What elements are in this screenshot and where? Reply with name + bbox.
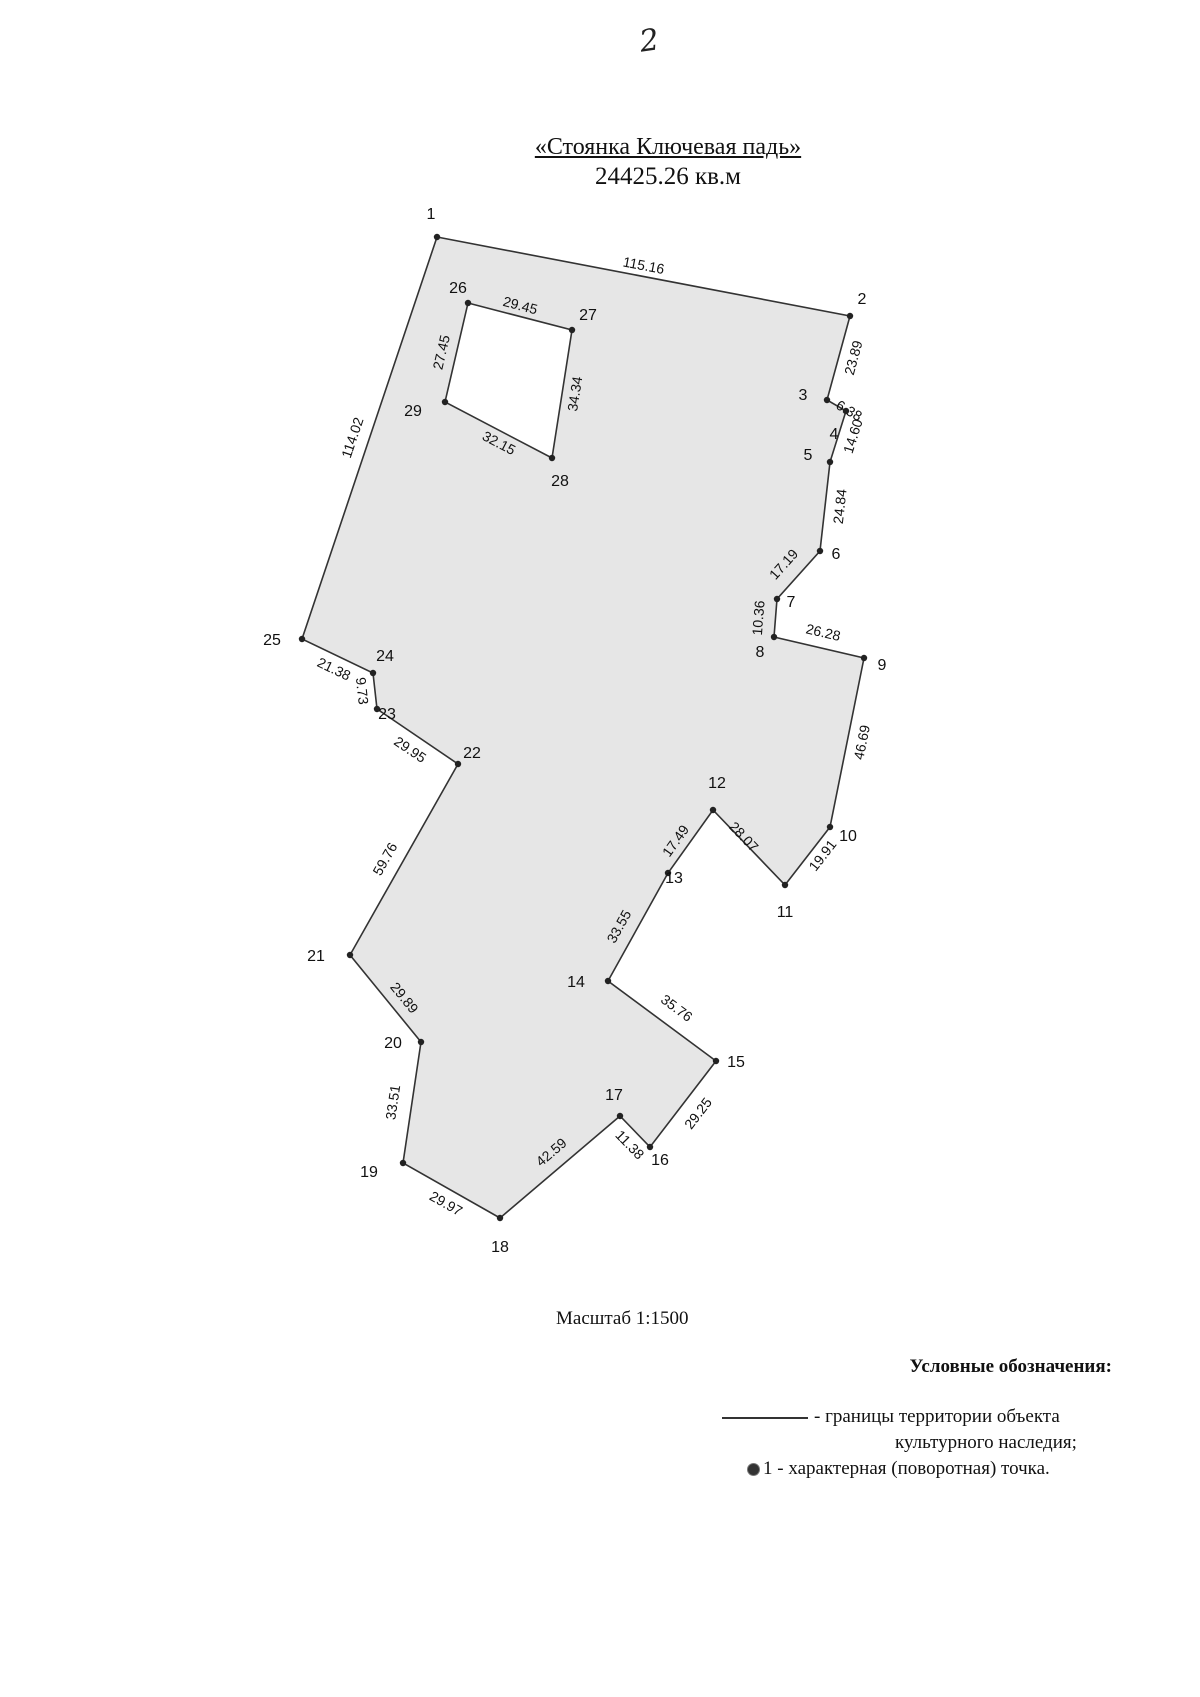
outer-point-marker: [709, 806, 717, 814]
outer-edge-length-label: 46.69: [850, 723, 873, 761]
outer-edge-length-label: 9.73: [353, 676, 372, 705]
inner-point-label: 27: [579, 307, 597, 324]
outer-point-marker: [823, 396, 831, 404]
outer-point-label: 18: [491, 1239, 509, 1256]
outer-point-label: 16: [651, 1152, 669, 1169]
outer-edge-length-label: 14.60: [840, 417, 866, 455]
legend-boundary-text-2: культурного наследия;: [895, 1432, 1077, 1453]
outer-point-marker: [773, 595, 781, 603]
outer-point-marker: [433, 233, 441, 241]
outer-point-marker: [664, 869, 672, 877]
outer-point-marker: [826, 823, 834, 831]
legend-boundary-row-2: культурного наследия;: [895, 1432, 1077, 1454]
boundary-line-icon: [722, 1416, 808, 1419]
outer-edge-length-label: 24.84: [830, 488, 850, 525]
legend-boundary-row: - границы территории объекта: [722, 1406, 1060, 1428]
outer-point-label: 1: [427, 206, 436, 223]
outer-edge-length-label: 35.76: [658, 991, 696, 1025]
inner-point-marker: [548, 454, 556, 462]
outer-edge-length-label: 26.28: [804, 620, 842, 644]
legend-point-row: 1 - характерная (поворотная) точка.: [748, 1458, 1050, 1480]
outer-point-label: 7: [787, 594, 796, 611]
title-block: «Стоянка Ключевая падь» 24425.26 кв.м: [0, 132, 1200, 192]
outer-point-marker: [646, 1143, 654, 1151]
inner-point-marker: [464, 299, 472, 307]
object-area: 24425.26 кв.м: [594, 163, 742, 190]
outer-point-marker: [369, 669, 377, 677]
outer-boundary-line: [301, 236, 865, 1219]
legend-point-text: 1 - характерная (поворотная) точка.: [763, 1458, 1050, 1479]
outer-point-marker: [860, 654, 868, 662]
outer-point-marker: [417, 1038, 425, 1046]
inner-point-marker: [441, 398, 449, 406]
outer-point-label: 20: [384, 1035, 402, 1052]
outer-point-marker: [770, 633, 778, 641]
outer-point-label: 17: [605, 1087, 623, 1104]
inner-edge-length-label: 34.34: [564, 375, 585, 412]
outer-point-label: 12: [708, 775, 726, 792]
outer-edge-length-label: 10.36: [749, 600, 768, 636]
outer-point-label: 2: [858, 291, 867, 308]
outer-point-label: 5: [804, 447, 813, 464]
outer-point-marker: [496, 1214, 504, 1222]
scale-label: Масштаб 1:1500: [556, 1308, 689, 1329]
outer-point-label: 13: [665, 870, 683, 887]
outer-point-marker: [846, 312, 854, 320]
outer-point-label: 4: [830, 426, 839, 443]
point-marker-icon: [748, 1464, 759, 1476]
outer-point-marker: [373, 705, 381, 713]
outer-point-marker: [712, 1057, 720, 1065]
outer-point-marker: [346, 951, 354, 959]
outer-point-label: 6: [832, 546, 841, 563]
outer-point-marker: [816, 547, 824, 555]
object-title: «Стоянка Ключевая падь»: [534, 134, 802, 160]
outer-point-label: 15: [727, 1054, 745, 1071]
outer-point-marker: [454, 760, 462, 768]
outer-edge-length-label: 33.51: [382, 1084, 403, 1121]
outer-point-label: 11: [777, 904, 794, 921]
parcel-area: [302, 237, 864, 1218]
inner-edge-length-label: 27.45: [429, 333, 453, 371]
outer-point-label: 9: [878, 657, 887, 674]
outer-point-marker: [604, 977, 612, 985]
outer-point-label: 22: [463, 745, 481, 762]
outer-point-label: 10: [839, 828, 857, 845]
inner-point-label: 26: [449, 280, 467, 297]
outer-point-marker: [826, 458, 834, 466]
outer-point-label: 3: [799, 387, 808, 404]
legend-boundary-text: - границы территории объекта: [814, 1406, 1060, 1427]
outer-point-marker: [616, 1112, 624, 1120]
outer-edge-length-label: 114.02: [338, 415, 367, 460]
outer-point-label: 14: [567, 974, 585, 991]
inner-point-marker: [568, 326, 576, 334]
outer-point-marker: [842, 407, 850, 415]
outer-point-label: 21: [307, 948, 325, 965]
outer-point-label: 23: [378, 706, 396, 723]
outer-point-label: 25: [263, 632, 281, 649]
outer-point-marker: [781, 881, 789, 889]
outer-point-marker: [298, 635, 306, 643]
outer-point-label: 19: [360, 1164, 378, 1181]
outer-point-marker: [399, 1159, 407, 1167]
outer-point-label: 8: [756, 644, 765, 661]
legend-title: Условные обозначения:: [909, 1356, 1112, 1377]
outer-edge-length-label: 115.16: [622, 253, 666, 277]
inner-point-label: 28: [551, 473, 569, 490]
outer-point-label: 24: [376, 648, 394, 665]
outer-edge-length-label: 23.89: [841, 338, 866, 376]
inner-point-label: 29: [404, 403, 422, 420]
